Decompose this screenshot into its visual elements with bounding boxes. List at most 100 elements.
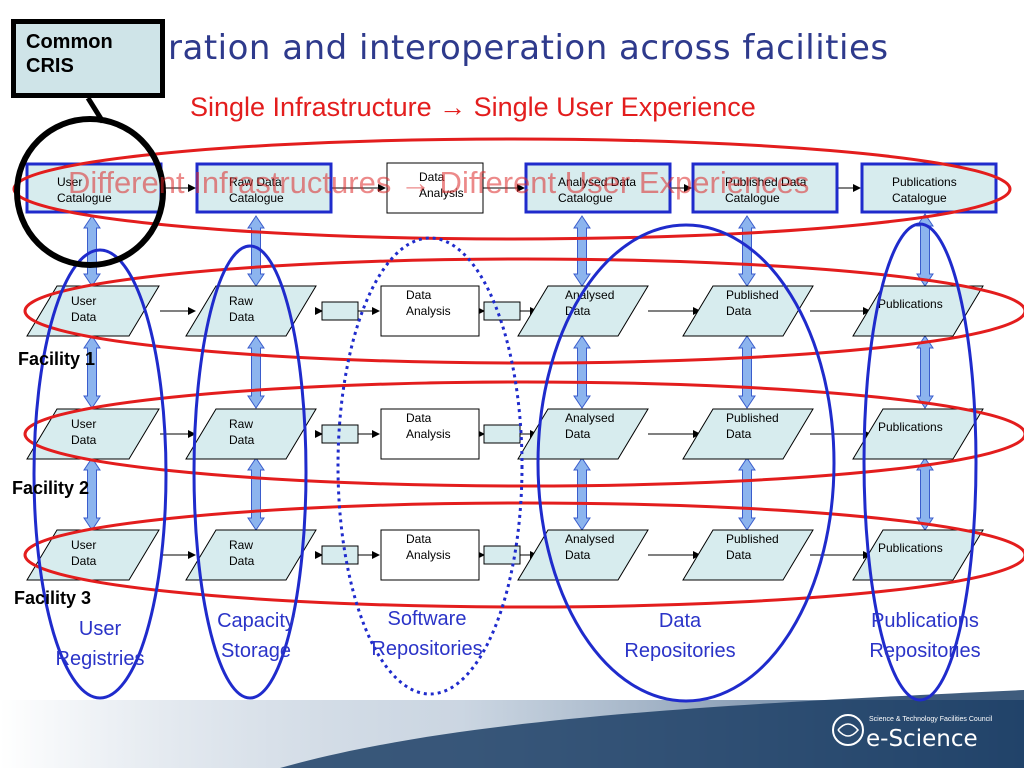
published-data-node [682,285,814,337]
column-label-line-1: Data [658,610,702,632]
column-label-line-2: Repositories [869,640,981,662]
common-cris-highlight-ring [14,116,166,268]
double-arrow [247,335,265,409]
published-data-node [682,408,814,460]
catalogue-box-data-analysis [386,162,484,214]
data-analysis-node [380,285,480,337]
publications-node [852,529,984,581]
column-label-data-repositories: Data Repositories [605,606,755,666]
column-label-software-repositories: Software Repositories [352,604,502,664]
double-arrow [573,335,591,409]
column-label-line-2: Registries [55,648,145,670]
callout-line-1: Common [26,31,113,53]
publications-label: Publications [878,541,943,555]
column-label-line-2: Storage [220,640,292,662]
column-label-publications-repositories: Publications Repositories [850,606,1000,666]
catalogue-box [691,162,839,214]
publications-node [852,285,984,337]
catalogue-box [195,162,333,214]
double-arrow [83,335,101,409]
published-data-node [682,529,814,581]
footer-swoosh [280,690,1024,768]
double-arrow [247,457,265,531]
raw-data-node [185,529,317,581]
column-label-line-2: Repositories [371,638,483,660]
faint-subtitle: Different Infrastructures → Different Us… [68,165,810,200]
catalogue-box [524,162,672,214]
stfc-logo-icon [832,714,864,746]
facility-ring [23,380,1024,488]
double-arrow [916,335,934,409]
data-repositories-ring [536,223,836,703]
column-label-line-1: Software [387,608,467,630]
publications-label: Publications [878,420,943,434]
double-arrow [738,457,756,531]
analysed-data-node [517,408,649,460]
logo-tagline: Science & Technology Facilities Council [869,716,993,723]
facility-ring [23,501,1024,609]
double-arrow [573,457,591,531]
user-registries-ring [32,248,168,700]
page-title: ration and interoperation across facilit… [168,28,889,68]
common-cris-callout: Common CRIS [11,19,165,98]
analysed-data-node [517,285,649,337]
data-analysis-node [380,529,480,581]
double-arrow [916,457,934,531]
logo-wordmark: e-Science [866,726,978,752]
facility-3-label: Facility 3 [14,588,92,608]
double-arrow [573,215,591,287]
data-analysis-node [380,408,480,460]
software-repositories-ring [336,236,524,696]
facility-2-label: Facility 2 [12,478,90,498]
double-arrow [738,335,756,409]
raw-data-node [185,408,317,460]
stfc-logo-icon-inner [837,723,859,737]
callout-line-2: CRIS [26,55,74,77]
column-label-capacity-storage: Capacity Storage [196,606,316,666]
user-data-node [26,408,160,460]
capacity-storage-ring [192,244,308,700]
column-label-line-2: Repositories [624,640,736,662]
publications-node [852,408,984,460]
column-label-line-1: User [78,618,122,640]
callout-pointer [85,96,106,124]
intermediate-box [321,301,359,321]
catalogue-box [860,162,998,214]
intermediate-box [483,301,521,321]
single-infrastructure-ring [12,137,1012,241]
subtitle: Single Infrastructure → Single User Expe… [190,92,756,122]
column-label-line-1: Capacity [217,610,295,632]
facility-ring [23,257,1024,365]
facility-1-label: Facility 1 [18,349,96,369]
column-label-line-1: Publications [871,610,979,632]
intermediate-box [321,424,359,444]
publications-repositories-ring [862,222,978,702]
user-data-node [26,529,160,581]
intermediate-box [483,424,521,444]
analysed-data-node [517,529,649,581]
intermediate-box [483,545,521,565]
column-label-user-registries: User Registries [40,614,160,674]
